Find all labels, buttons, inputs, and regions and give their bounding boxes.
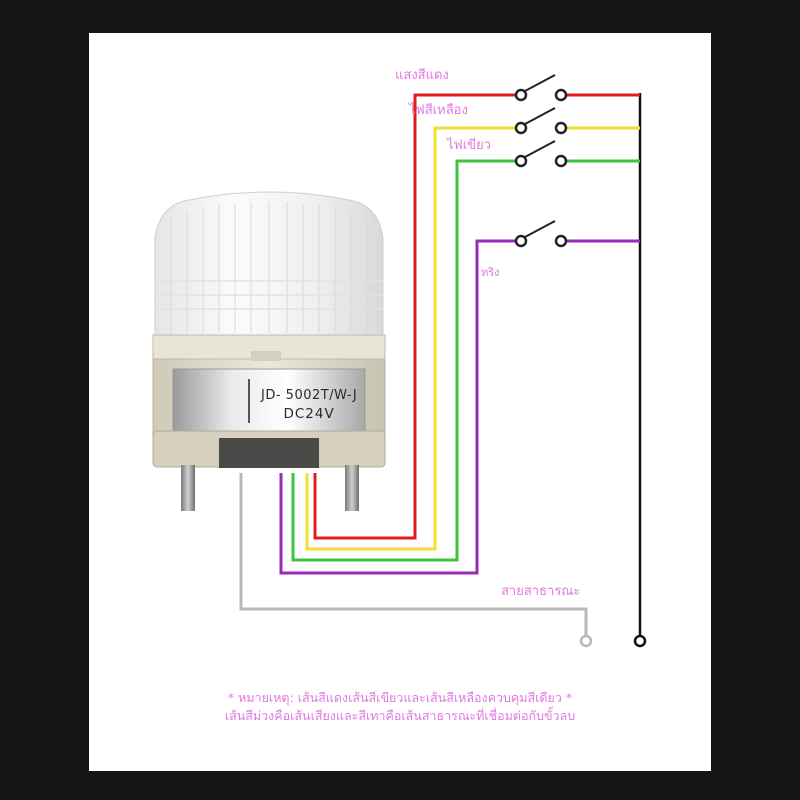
right-screw — [345, 465, 359, 511]
gray-output-terminal — [579, 634, 593, 648]
label-red-light: แสงสีแดง — [395, 68, 449, 83]
label-common: สายสาธารณะ — [501, 584, 581, 599]
green-wire-left — [291, 159, 516, 562]
yellow-wire-left — [305, 126, 516, 551]
label-buzzer: ทริง — [481, 266, 500, 279]
gray-common-wire — [239, 473, 588, 635]
left-screw — [181, 465, 195, 511]
red-switch-terminal-a — [514, 88, 528, 102]
red-switch-terminal-b — [554, 88, 568, 102]
purple-switch-terminal-a — [514, 234, 528, 248]
label-yellow-light: ไฟสีเหลือง — [409, 103, 468, 118]
purple-switch-terminal-b — [554, 234, 568, 248]
voltage-rating: DC24V — [283, 406, 335, 422]
wire-group — [239, 74, 647, 648]
yellow-switch-terminal-a — [514, 121, 528, 135]
model-number: JD- 5002T/W-J — [261, 388, 358, 403]
yellow-switch-terminal-b — [554, 121, 568, 135]
red-wire-left — [313, 93, 516, 540]
black-output-terminal — [633, 634, 647, 648]
note: * หมายเหตุ: เส้นสีแดงเส้นสีเขียวและเส้นส… — [89, 689, 711, 725]
yellow-switch-lever — [524, 107, 556, 125]
green-switch-terminal-b — [554, 154, 568, 168]
tower-light-device — [152, 191, 386, 511]
note-line-2: เส้นสีม่วงคือเส้นเสียงและสีเทาคือเส้นสาธ… — [224, 708, 576, 723]
diagram-panel: แสงสีแดง ไฟสีเหลือง ไฟเขียว ทริง สายสาธา… — [89, 33, 711, 771]
red-switch-lever — [524, 74, 556, 92]
plate-text: JD- 5002T/W-J DC24V — [261, 388, 357, 422]
purple-switch-lever — [524, 220, 556, 238]
wiring-diagram — [152, 74, 647, 648]
green-switch-terminal-a — [514, 154, 528, 168]
label-green-light: ไฟเขียว — [447, 138, 491, 153]
green-switch-lever — [524, 140, 556, 158]
purple-wire-left — [279, 239, 516, 575]
note-line-1: * หมายเหตุ: เส้นสีแดงเส้นสีเขียวและเส้นส… — [227, 690, 573, 705]
